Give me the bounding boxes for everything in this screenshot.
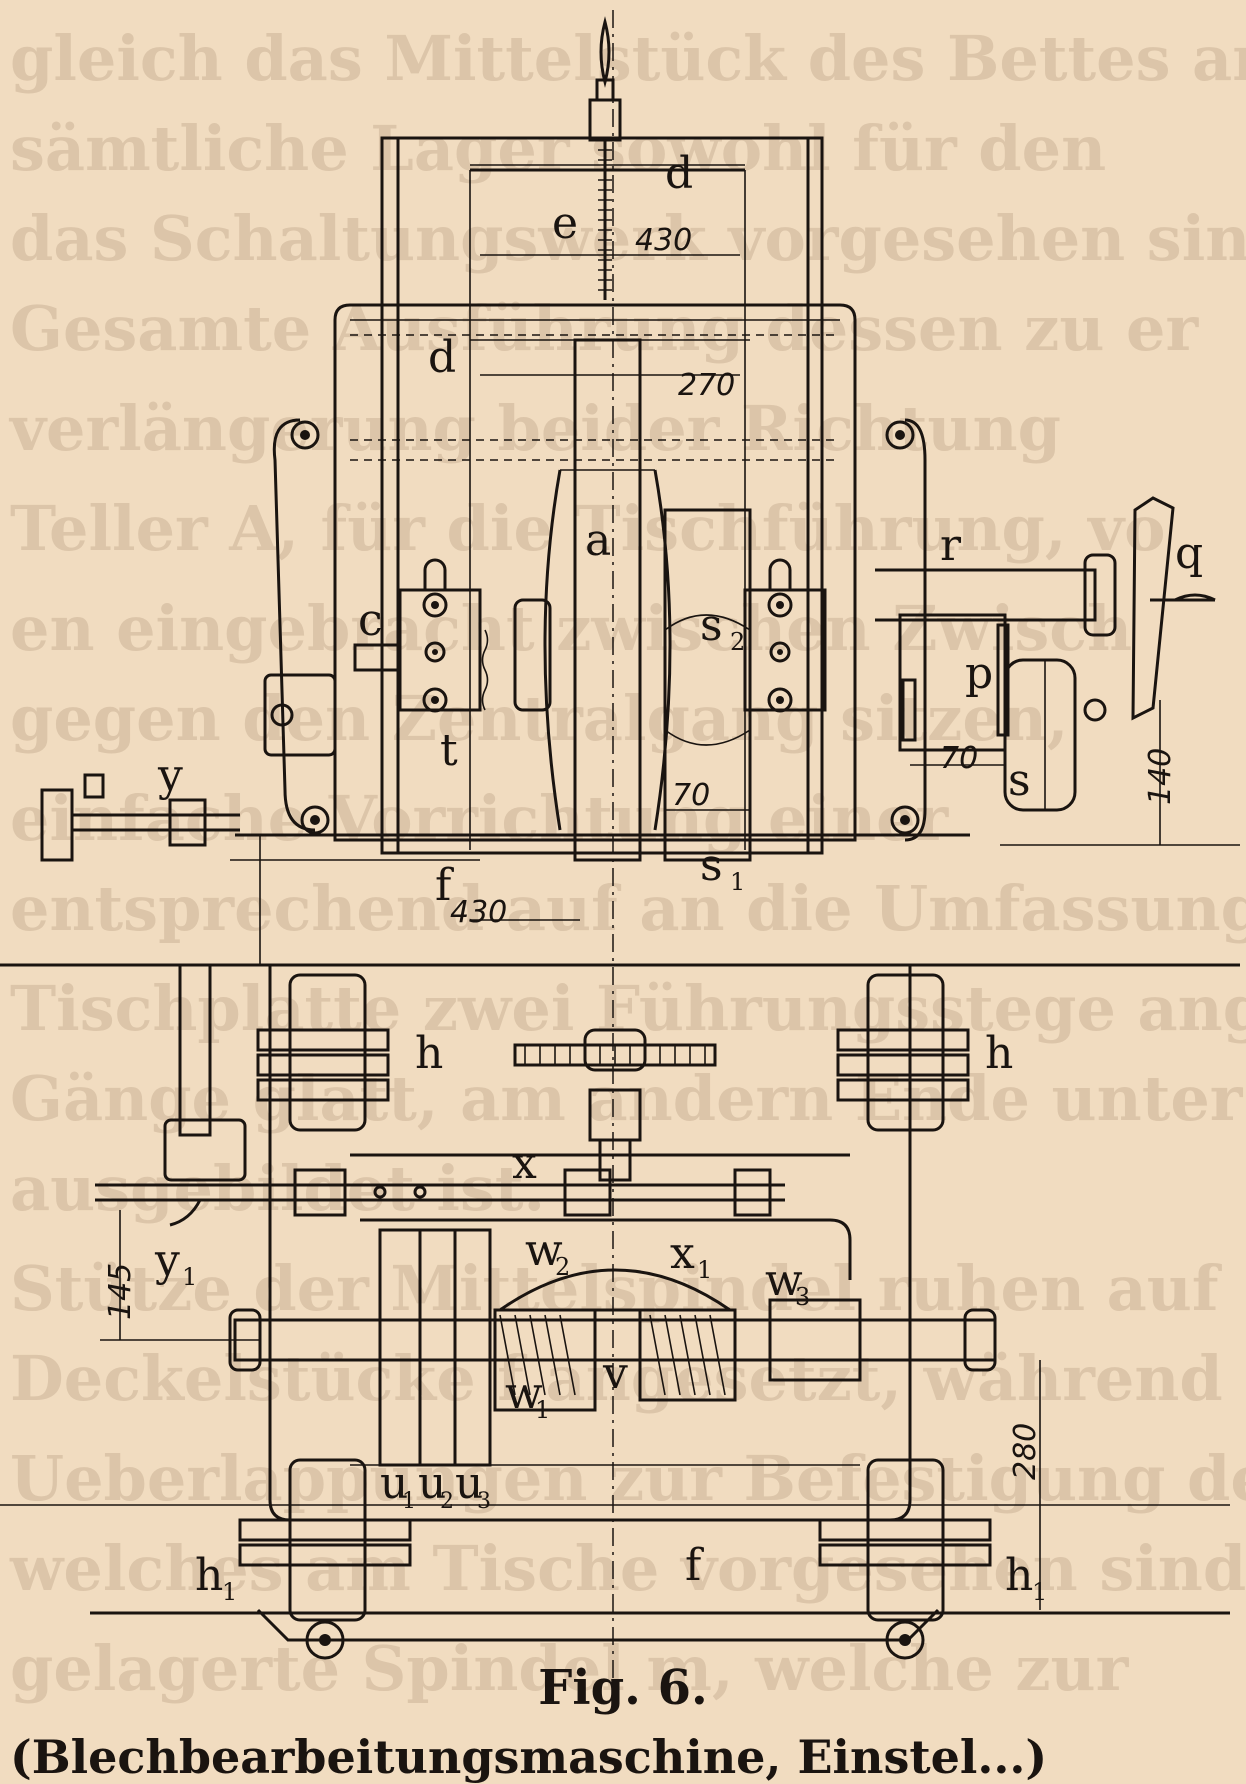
roller-h1-right bbox=[818, 1458, 992, 1660]
label-u2: u bbox=[418, 1458, 446, 1509]
bg-line-11: Tischplatte zwei Führungsstege ang bbox=[10, 972, 1246, 1045]
label-w3: w bbox=[765, 1255, 803, 1306]
background-text: gleich das Mittelstück des Bettes ang sä… bbox=[8, 22, 1246, 1705]
bg-line-14: Stütze der Mittelspindel ruhen auf bbox=[10, 1252, 1222, 1325]
bg-line-12: Gänge glatt, am andern Ende unter s bbox=[10, 1062, 1246, 1135]
label-d-mid: d bbox=[428, 332, 456, 383]
label-u2-sub: 2 bbox=[440, 1489, 454, 1514]
label-x1-sub: 1 bbox=[697, 1256, 712, 1284]
bg-line-15: Deckelstücke f angesetzt, während bbox=[10, 1342, 1223, 1415]
label-s2-sub: 2 bbox=[730, 628, 745, 656]
bg-line-3: das Schaltungswerk vorgesehen sind. bbox=[10, 202, 1246, 275]
label-f-upper: f bbox=[435, 860, 454, 911]
bg-line-8: gegen den Zentralgang sitzen, bbox=[10, 682, 1068, 755]
label-s1: s bbox=[700, 840, 723, 891]
label-u3: u bbox=[455, 1458, 483, 1509]
bg-line-6: Teller A, für die Tischführung, vo bbox=[10, 492, 1165, 565]
label-s2: s bbox=[700, 600, 723, 651]
label-v: v bbox=[602, 1348, 628, 1399]
label-r: r bbox=[940, 520, 962, 571]
label-s1-sub: 1 bbox=[730, 868, 745, 896]
label-x1: x bbox=[670, 1228, 695, 1279]
figure-caption: Fig. 6. bbox=[538, 1660, 708, 1716]
label-h-right: h bbox=[985, 1028, 1013, 1079]
label-u3-sub: 3 bbox=[477, 1489, 491, 1514]
dim-70-right: 70 bbox=[940, 741, 978, 776]
partial-bottom-text: (Blechbearbeitungsmaschine, Einstel...) bbox=[10, 1730, 1048, 1784]
label-x: x bbox=[512, 1138, 537, 1189]
label-u1-sub: 1 bbox=[402, 1489, 416, 1514]
label-t: t bbox=[440, 725, 458, 776]
label-w2: w bbox=[525, 1225, 563, 1276]
bg-line-1: gleich das Mittelstück des Bettes ang bbox=[10, 22, 1246, 95]
label-e: e bbox=[552, 198, 578, 249]
bg-line-9: einfache Vorrichtung einer bbox=[10, 782, 950, 855]
dim-430-top: 430 bbox=[635, 223, 692, 258]
upper-frame bbox=[0, 10, 1240, 1700]
label-w3-sub: 3 bbox=[795, 1283, 810, 1311]
part-labels: d e d a s 2 s 1 c t r q p s y f h h x y … bbox=[154, 148, 1203, 1606]
label-h1-right-sub: 1 bbox=[1032, 1578, 1047, 1606]
label-s: s bbox=[1008, 755, 1031, 806]
label-d-top: d bbox=[665, 148, 693, 199]
label-h1-left-sub: 1 bbox=[222, 1578, 237, 1606]
dim-70-center: 70 bbox=[672, 778, 710, 813]
dimension-values: 430 270 70 70 140 430 145 280 bbox=[103, 223, 1178, 1480]
label-q: q bbox=[1175, 528, 1203, 579]
bg-line-13: ausgebildet ist. bbox=[10, 1152, 545, 1225]
label-h-left: h bbox=[415, 1028, 443, 1079]
roller-h1-left bbox=[238, 1458, 412, 1660]
label-a: a bbox=[585, 515, 611, 566]
dim-430-lower: 430 bbox=[450, 895, 507, 930]
label-y1: y bbox=[154, 1235, 180, 1286]
bg-line-10: entsprechend auf an die Umfassungen der bbox=[10, 872, 1246, 945]
dim-280: 280 bbox=[1008, 1423, 1043, 1480]
label-w1: w bbox=[505, 1368, 543, 1419]
label-y: y bbox=[157, 750, 183, 801]
roller-h-right bbox=[836, 973, 970, 1132]
label-w2-sub: 2 bbox=[555, 1253, 570, 1281]
label-u1: u bbox=[380, 1458, 408, 1509]
label-f-lower: f bbox=[685, 1540, 704, 1591]
bg-line-5: verlängerung beider Richtung bbox=[8, 392, 1061, 465]
label-p: p bbox=[965, 648, 993, 699]
bg-line-16: Ueberlappungen zur Befestigung de bbox=[10, 1442, 1246, 1515]
label-c: c bbox=[358, 595, 383, 646]
bg-line-18: gelagerte Spindel m, welche zur bbox=[10, 1632, 1130, 1705]
label-w1-sub: 1 bbox=[535, 1396, 550, 1424]
label-h1-left: h bbox=[195, 1550, 223, 1601]
roller-h-left bbox=[256, 973, 390, 1132]
lower-frame bbox=[0, 963, 1230, 1660]
bg-line-4: Gesamte Ausführung dessen zu er bbox=[10, 292, 1199, 365]
dim-145: 145 bbox=[103, 1263, 138, 1320]
bg-line-2: sämtliche Lager sowohl für den bbox=[10, 112, 1106, 185]
dim-140: 140 bbox=[1143, 748, 1178, 805]
label-h1-right: h bbox=[1005, 1550, 1033, 1601]
dim-270: 270 bbox=[678, 368, 735, 403]
dimension-lines bbox=[100, 254, 1240, 1610]
label-y1-sub: 1 bbox=[182, 1263, 197, 1291]
bg-line-7: en eingebracht zwischen Zwisch bbox=[10, 592, 1132, 665]
